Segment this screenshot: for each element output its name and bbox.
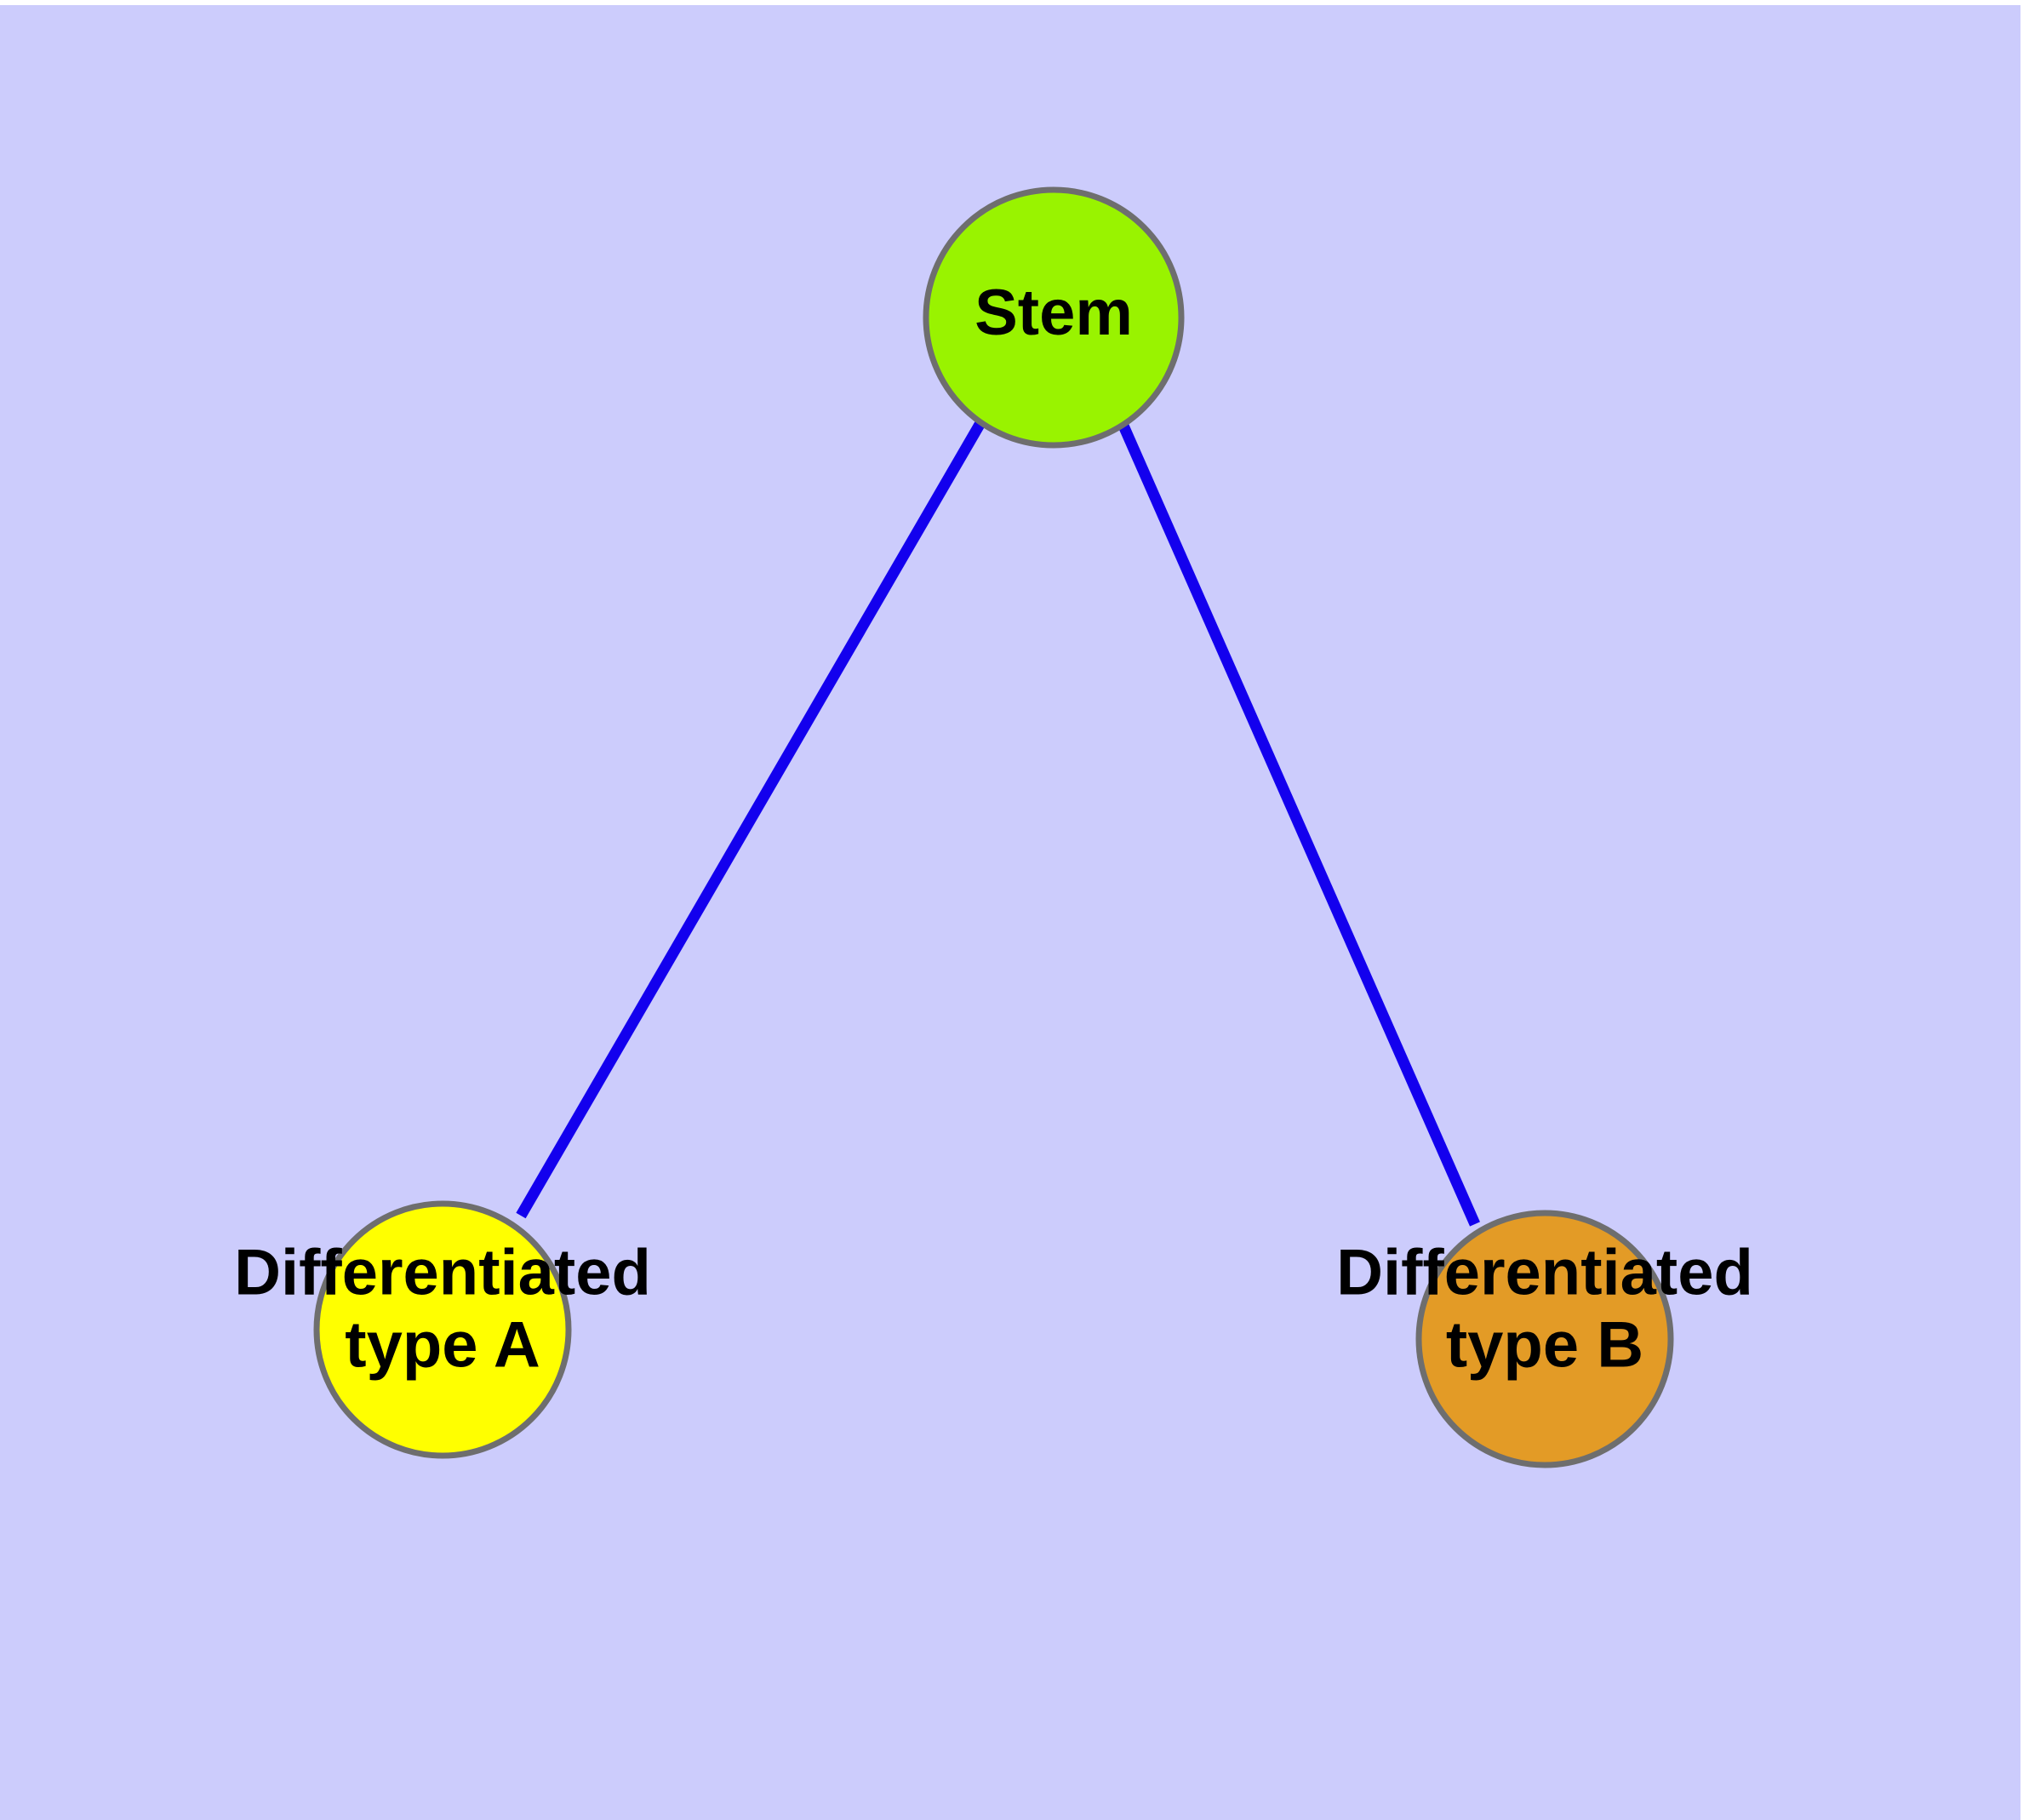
node-layer (313, 186, 1674, 1468)
edge-layer (516, 420, 1480, 1227)
node-label-line: type A (345, 1309, 540, 1382)
node-label-line: Differentiated (234, 1237, 651, 1309)
node-label-line: type B (1446, 1309, 1643, 1382)
node-differentiated-type-a[interactable] (313, 1200, 572, 1459)
node-label-stem: Stem (974, 277, 1133, 349)
edge-stem-to-differentiated-type-a[interactable] (516, 420, 986, 1219)
node-label-line: Stem (974, 277, 1133, 349)
node-differentiated-type-b[interactable] (1415, 1210, 1674, 1468)
node-label-line: Differentiated (1336, 1237, 1753, 1309)
edge-stem-to-differentiated-type-b[interactable] (1118, 423, 1480, 1227)
node-stem[interactable] (923, 186, 1185, 449)
